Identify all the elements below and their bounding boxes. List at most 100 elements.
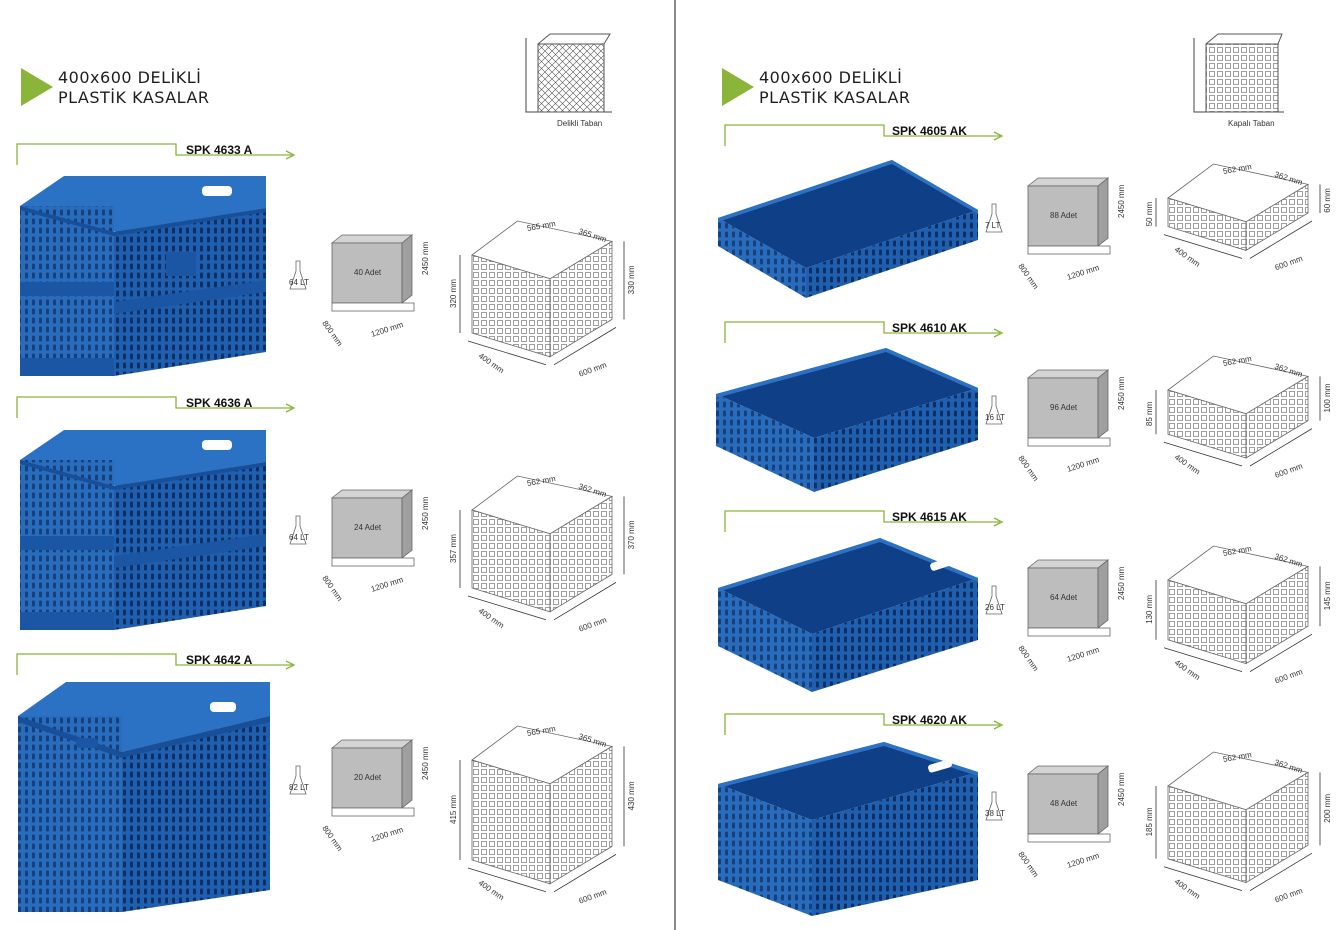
pallet-stack-icon: 40 Adet 2450 mm 1200 mm 800 mm: [320, 234, 430, 348]
product-code: SPK 4605 AK: [892, 124, 967, 138]
dim-inner-height: 415 mm: [449, 795, 458, 824]
volume-flask-icon: 26 LT: [985, 585, 1005, 615]
pallet-width: 800 mm: [320, 319, 344, 348]
crate-dimension-drawing: 562 mm 362 mm 185 mm 200 mm 400 mm 600 m…: [1145, 750, 1332, 904]
product-bracket: [724, 713, 1004, 735]
page-title-left: 400x600 DELİKLİ PLASTİK KASALAR: [58, 68, 210, 108]
volume-flask-icon: 64 LT: [289, 515, 309, 545]
dim-outer-height: 370 mm: [627, 520, 636, 549]
pallet-length: 1200 mm: [370, 575, 405, 594]
crate-image: [718, 538, 978, 692]
dim-width: 400 mm: [1173, 658, 1202, 682]
volume-label: 26 LT: [985, 603, 1005, 612]
pallet-height: 2450 mm: [421, 746, 430, 780]
crate-dimension-drawing: 562 mm 362 mm 357 mm 370 mm 400 mm 600 m…: [449, 474, 636, 634]
base-label-right: Kapalı Taban: [1228, 119, 1275, 128]
pallet-quantity: 40 Adet: [354, 268, 382, 277]
pallet-length: 1200 mm: [1066, 263, 1101, 282]
volume-label: 64 LT: [289, 533, 309, 542]
dim-inner-height: 185 mm: [1145, 807, 1154, 836]
dim-length: 600 mm: [1274, 254, 1305, 272]
volume-label: 82 LT: [289, 783, 309, 792]
pallet-height: 2450 mm: [1117, 184, 1126, 218]
volume-label: 16 LT: [985, 413, 1005, 422]
dim-inner-height: 320 mm: [449, 279, 458, 308]
pallet-quantity: 24 Adet: [354, 523, 382, 532]
volume-flask-icon: 38 LT: [985, 791, 1005, 821]
product-code: SPK 4633 A: [186, 143, 253, 157]
crate-image: [718, 742, 978, 916]
dim-outer-height: 60 mm: [1323, 188, 1332, 213]
product-code: SPK 4615 AK: [892, 510, 967, 524]
product-bracket: [16, 396, 296, 418]
dim-width: 400 mm: [1173, 452, 1202, 476]
dim-length: 600 mm: [578, 887, 609, 905]
dim-width: 400 mm: [477, 351, 506, 375]
pallet-quantity: 64 Adet: [1050, 593, 1078, 602]
dim-length: 600 mm: [1274, 461, 1305, 479]
dim-length: 600 mm: [1274, 886, 1305, 904]
closed-base-icon: [1193, 33, 1284, 113]
page-divider: [674, 0, 676, 930]
pallet-width: 800 mm: [1016, 454, 1040, 483]
pallet-quantity: 48 Adet: [1050, 799, 1078, 808]
dim-inner-height: 50 mm: [1145, 202, 1154, 227]
dim-length: 600 mm: [578, 615, 609, 633]
dim-inner-height: 357 mm: [449, 534, 458, 563]
pallet-width: 800 mm: [320, 574, 344, 603]
pallet-length: 1200 mm: [370, 825, 405, 844]
product-code: SPK 4620 AK: [892, 713, 967, 727]
volume-label: 64 LT: [289, 278, 309, 287]
pallet-height: 2450 mm: [1117, 772, 1126, 806]
dim-width: 400 mm: [1173, 877, 1202, 901]
play-triangle-icon: [21, 68, 53, 106]
product-info-right-3: 26 LT 64 Adet 2450 mm 1200 mm 800 mm 562…: [985, 544, 1332, 685]
pallet-height: 2450 mm: [1117, 566, 1126, 600]
pallet-width: 800 mm: [320, 824, 344, 853]
dim-outer-height: 200 mm: [1323, 794, 1332, 823]
product-bracket: [16, 143, 296, 165]
pallet-stack-icon: 20 Adet 2450 mm 1200 mm 800 mm: [320, 739, 430, 853]
title-line-1: 400x600 DELİKLİ: [759, 68, 903, 87]
product-bracket: [724, 321, 1004, 343]
product-info-right-4: 38 LT 48 Adet 2450 mm 1200 mm 800 mm 562…: [985, 750, 1332, 904]
title-line-2: PLASTİK KASALAR: [759, 88, 911, 107]
dim-inner-height: 130 mm: [1145, 595, 1154, 624]
crate-dimension-drawing: 562 mm 362 mm 50 mm 60 mm 400 mm 600 mm: [1145, 162, 1332, 272]
pallet-height: 2450 mm: [1117, 376, 1126, 410]
pallet-stack-icon: 96 Adet 2450 mm 1200 mm 800 mm: [1016, 369, 1126, 483]
dim-outer-height: 145 mm: [1323, 581, 1332, 610]
pallet-quantity: 96 Adet: [1050, 403, 1078, 412]
volume-flask-icon: 64 LT: [289, 260, 309, 290]
pallet-stack-icon: 48 Adet 2450 mm 1200 mm 800 mm: [1016, 765, 1126, 879]
product-bracket: [724, 510, 1004, 532]
dim-width: 400 mm: [477, 606, 506, 630]
dim-outer-height: 430 mm: [627, 781, 636, 810]
volume-label: 7 LT: [985, 221, 1001, 230]
product-code: SPK 4610 AK: [892, 321, 967, 335]
dim-width: 400 mm: [477, 878, 506, 902]
product-code: SPK 4636 A: [186, 396, 253, 410]
pallet-length: 1200 mm: [1066, 455, 1101, 474]
crate-image: [716, 348, 978, 492]
crate-dimension-drawing: 565 mm 365 mm 415 mm 430 mm 400 mm 600 m…: [449, 724, 636, 906]
product-info-left-2: 64 LT 24 Adet 2450 mm 1200 mm 800 mm 562…: [289, 474, 636, 634]
crate-image: [18, 682, 270, 912]
perforated-base-icon: [525, 33, 612, 113]
play-triangle-icon: [722, 68, 754, 106]
title-line-2: PLASTİK KASALAR: [58, 88, 210, 107]
product-info-left-3: 82 LT 20 Adet 2450 mm 1200 mm 800 mm 565…: [289, 724, 636, 906]
product-info-right-1: 7 LT 88 Adet 2450 mm 1200 mm 800 mm 562 …: [985, 162, 1332, 291]
pallet-stack-icon: 88 Adet 2450 mm 1200 mm 800 mm: [1016, 177, 1126, 291]
pallet-length: 1200 mm: [1066, 851, 1101, 870]
crate-image: [718, 160, 978, 298]
pallet-stack-icon: 64 Adet 2450 mm 1200 mm 800 mm: [1016, 559, 1126, 673]
page-title-right: 400x600 DELİKLİ PLASTİK KASALAR: [759, 68, 911, 108]
dim-length: 600 mm: [578, 360, 609, 378]
dim-outer-height: 100 mm: [1323, 383, 1332, 412]
crate-dimension-drawing: 562 mm 362 mm 130 mm 145 mm 400 mm 600 m…: [1145, 544, 1332, 685]
volume-flask-icon: 82 LT: [289, 765, 309, 795]
crate-dimension-drawing: 565 mm 365 mm 320 mm 330 mm 400 mm 600 m…: [449, 219, 636, 379]
crate-image: [20, 176, 266, 376]
volume-flask-icon: 7 LT: [985, 203, 1003, 233]
